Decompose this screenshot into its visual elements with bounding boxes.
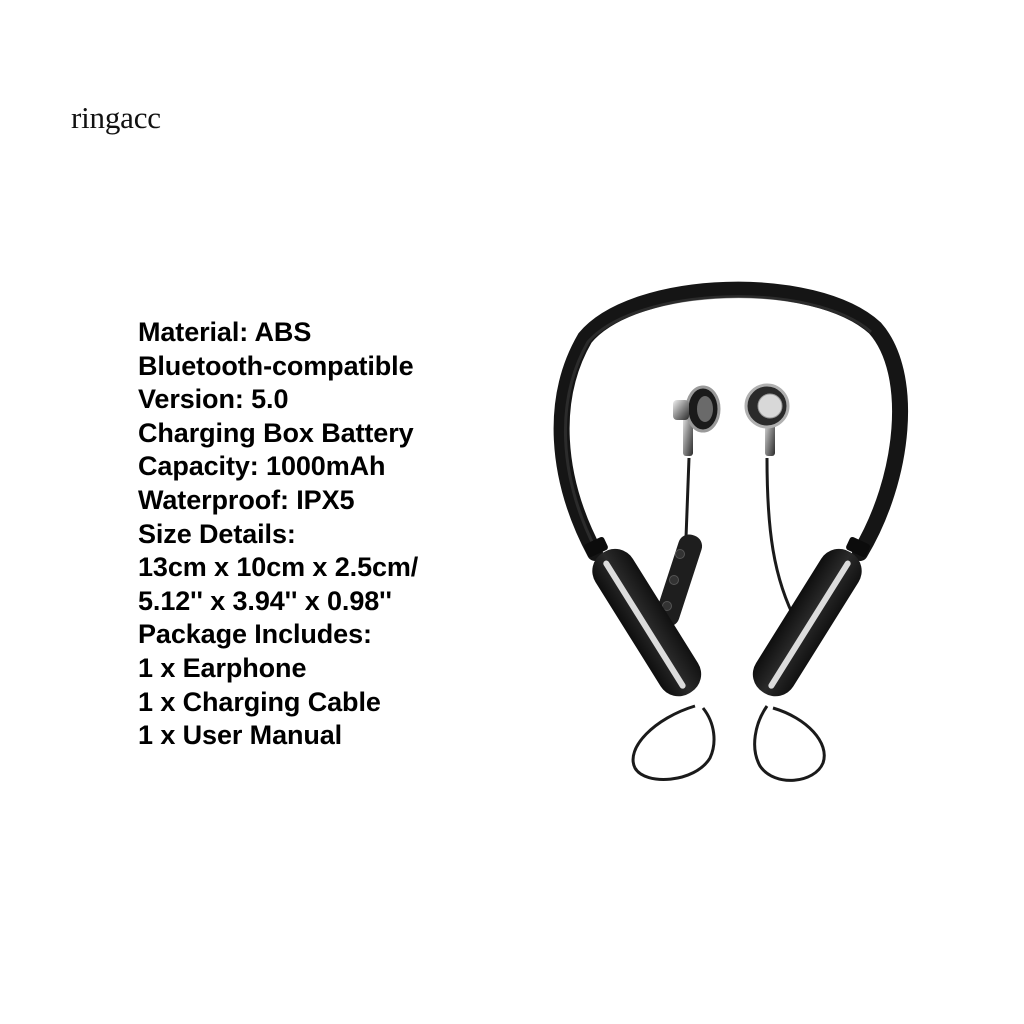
spec-list: Material: ABS Bluetooth-compatible Versi…: [138, 316, 418, 753]
spec-size-heading: Size Details:: [138, 518, 296, 549]
spec-size-metric: 13cm x 10cm x 2.5cm/: [138, 552, 419, 583]
spec-package-cable: 1 x Charging Cable: [138, 686, 381, 717]
spec-package-manual: 1 x User Manual: [138, 720, 343, 751]
spec-size-imperial: 5.12'' x 3.94'' x 0.98'': [138, 585, 392, 616]
spec-bluetooth: Bluetooth-compatible: [138, 350, 414, 381]
brand-watermark: ringacc: [71, 100, 161, 135]
spec-package-earphone: 1 x Earphone: [138, 652, 307, 683]
neckband-earphones-icon: [553, 281, 909, 782]
spec-version: Version: 5.0: [138, 384, 289, 415]
spec-capacity: Capacity: 1000mAh: [138, 451, 386, 482]
spec-package-heading: Package Includes:: [138, 619, 372, 650]
product-image: [545, 278, 915, 788]
spec-battery-label: Charging Box Battery: [138, 417, 414, 448]
spec-material: Material: ABS: [138, 317, 312, 347]
spec-waterproof: Waterproof: IPX5: [138, 484, 355, 515]
